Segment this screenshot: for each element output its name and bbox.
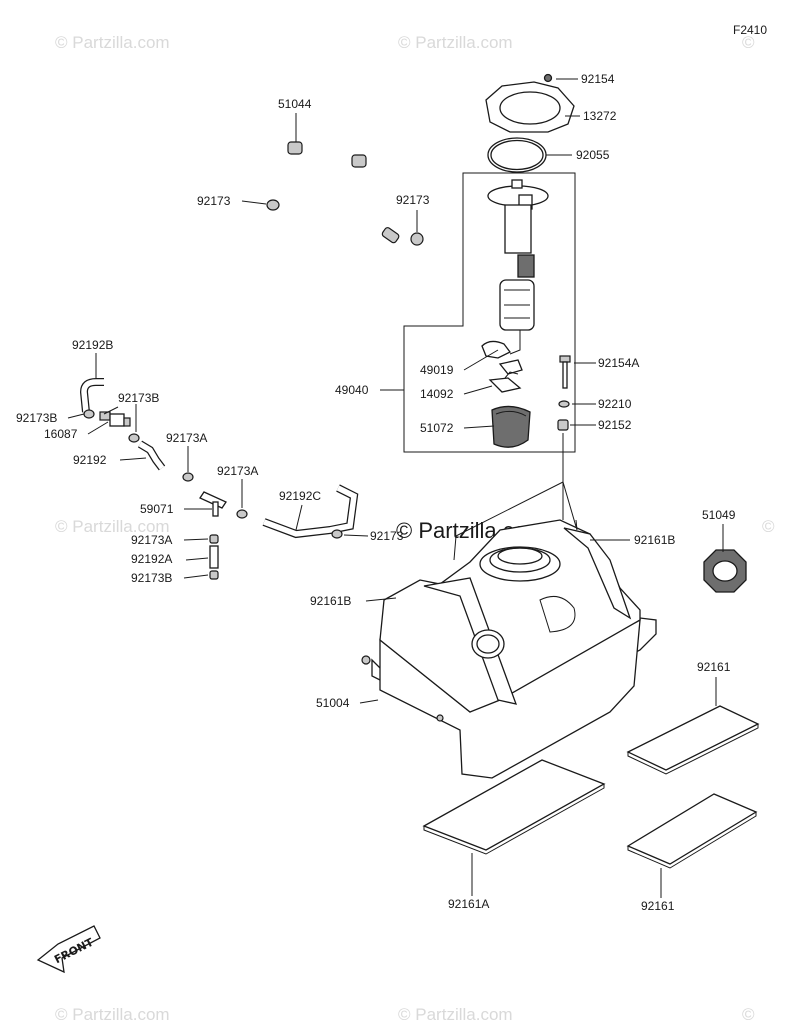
label-13272[interactable]: 13272 <box>583 109 617 123</box>
pad-92161-upper[interactable] <box>626 705 760 775</box>
label-51049[interactable]: 51049 <box>702 508 736 522</box>
fuel-tank-51004[interactable] <box>361 519 657 779</box>
label-92161B-left[interactable]: 92161B <box>310 594 351 608</box>
clamp-92173A-upper[interactable] <box>182 472 194 482</box>
hose-92192C[interactable] <box>262 484 359 539</box>
label-51044[interactable]: 51044 <box>278 97 312 111</box>
clamp-92173-lower[interactable] <box>331 529 343 539</box>
watermark-mid-left: © Partzilla.com <box>55 517 170 536</box>
label-92055[interactable]: 92055 <box>576 148 610 162</box>
clamp-92173-right[interactable] <box>410 232 424 246</box>
label-92161A[interactable]: 92161A <box>448 897 489 911</box>
clamp-92173A-mid[interactable] <box>236 509 248 519</box>
label-92192A[interactable]: 92192A <box>131 552 172 566</box>
label-92161-lower[interactable]: 92161 <box>641 899 675 913</box>
label-49040[interactable]: 49040 <box>335 383 369 397</box>
label-92173A-upper[interactable]: 92173A <box>166 431 207 445</box>
label-92173B-left[interactable]: 92173B <box>16 411 57 425</box>
nut-92210[interactable] <box>558 400 570 408</box>
cap-51049[interactable] <box>703 549 747 593</box>
clamp-92173A-lower[interactable] <box>209 534 219 544</box>
clamp-92173B-lower[interactable] <box>209 570 219 580</box>
label-92173-left[interactable]: 92173 <box>197 194 231 208</box>
hose-92192A[interactable] <box>209 545 219 569</box>
hose-92192B[interactable] <box>79 378 104 413</box>
label-92161B-right[interactable]: 92161B <box>634 533 675 547</box>
label-92173A-mid[interactable]: 92173A <box>217 464 258 478</box>
label-92173B-upper[interactable]: 92173B <box>118 391 159 405</box>
label-16087[interactable]: 16087 <box>44 427 78 441</box>
pad-92161A[interactable] <box>422 759 606 855</box>
cup-51072[interactable] <box>491 405 531 448</box>
label-92192C[interactable]: 92192C <box>279 489 321 503</box>
label-92192[interactable]: 92192 <box>73 453 107 467</box>
fitting-59071[interactable] <box>199 491 227 517</box>
nut-92154[interactable] <box>543 73 553 83</box>
label-92173-lower[interactable]: 92173 <box>370 529 404 543</box>
label-92210[interactable]: 92210 <box>598 397 632 411</box>
figure-code: F2410 <box>733 23 767 37</box>
pad-92161-lower[interactable] <box>626 793 758 869</box>
bolt-92154A[interactable] <box>559 355 571 389</box>
label-51004[interactable]: 51004 <box>316 696 350 710</box>
fuel-pump-49040[interactable] <box>487 179 549 355</box>
front-arrow-icon: FRONT <box>36 925 101 974</box>
nut-92152[interactable] <box>557 419 569 431</box>
label-14092[interactable]: 14092 <box>420 387 454 401</box>
pump-assembly-bracket <box>403 172 576 453</box>
label-92154[interactable]: 92154 <box>581 72 615 86</box>
label-92173A-lower[interactable]: 92173A <box>131 533 172 547</box>
valve-16087[interactable] <box>99 411 131 427</box>
label-92173-right[interactable]: 92173 <box>396 193 430 207</box>
label-92173B-lower[interactable]: 92173B <box>131 571 172 585</box>
label-92161-upper[interactable]: 92161 <box>697 660 731 674</box>
fuel-hose-51044[interactable] <box>267 141 400 244</box>
watermark-mid-right: © <box>762 517 775 536</box>
plate-13272[interactable] <box>485 81 575 133</box>
label-92154A[interactable]: 92154A <box>598 356 639 370</box>
watermarks: © Partzilla.com © Partzilla.com © © Part… <box>55 33 775 1024</box>
watermark-bottom-right: © <box>742 1005 755 1024</box>
label-92192B[interactable]: 92192B <box>72 338 113 352</box>
leader-lines <box>67 78 724 898</box>
label-59071[interactable]: 59071 <box>140 502 174 516</box>
clamp-92173-left[interactable] <box>266 199 280 211</box>
watermark-top-left: © Partzilla.com <box>55 33 170 52</box>
watermark-bottom-left: © Partzilla.com <box>55 1005 170 1024</box>
watermark-top-right: © <box>742 33 755 52</box>
watermark-top-center: © Partzilla.com <box>398 33 513 52</box>
clamp-92173B-right[interactable] <box>128 433 140 443</box>
part-labels: 51044 92154 13272 92055 92173 92173 9219… <box>16 72 736 913</box>
filter-49019[interactable] <box>481 340 523 375</box>
holder-14092[interactable] <box>488 371 522 393</box>
label-92152[interactable]: 92152 <box>598 418 632 432</box>
gasket-92055[interactable] <box>487 137 547 173</box>
watermark-bottom-center: © Partzilla.com <box>398 1005 513 1024</box>
label-49019[interactable]: 49019 <box>420 363 454 377</box>
label-51072[interactable]: 51072 <box>420 421 454 435</box>
hose-92192[interactable] <box>137 440 166 471</box>
clamp-92173B-left[interactable] <box>83 409 95 419</box>
